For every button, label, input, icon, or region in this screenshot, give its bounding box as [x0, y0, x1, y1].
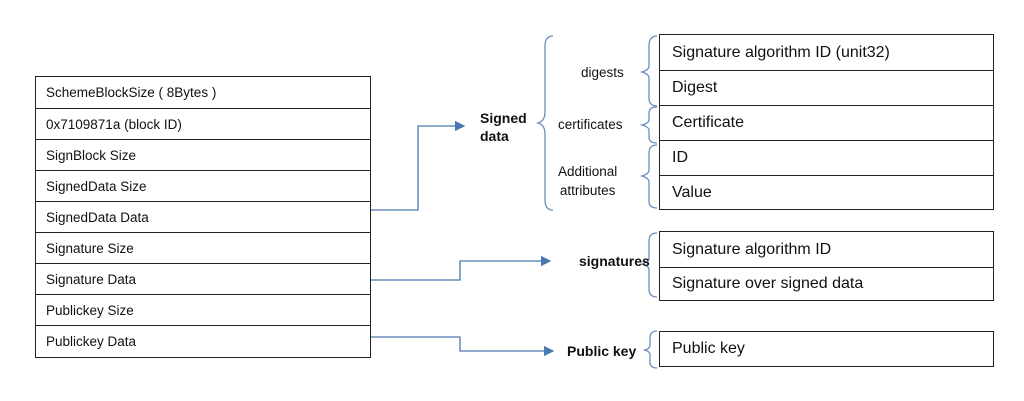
field-label: Signature Data	[46, 271, 137, 287]
field-label: 0x7109871a (block ID)	[46, 116, 182, 132]
additional-attributes-line2: attributes	[559, 183, 616, 198]
field-signed-data-size: SignedData Size	[36, 170, 370, 201]
field-label: Value	[672, 183, 712, 201]
field-sign-block-size: SignBlock Size	[36, 139, 370, 170]
field-label: SignBlock Size	[46, 147, 137, 163]
field-signature-data: Signature Data	[36, 263, 370, 294]
field-publickey-size: Publickey Size	[36, 294, 370, 325]
signatures-brace	[639, 232, 658, 298]
field-public-key: Public key	[660, 332, 993, 365]
field-label: Signature over signed data	[672, 275, 864, 292]
scheme-block-table: SchemeBlockSize ( 8Bytes ) 0x7109871a (b…	[35, 76, 371, 358]
field-signature-algorithm-id-unit32: Signature algorithm ID (unit32)	[660, 35, 993, 70]
field-label: Signature algorithm ID (unit32)	[672, 43, 890, 61]
signed-data-title-line2: data	[480, 128, 509, 144]
field-label: Publickey Data	[46, 333, 137, 349]
digests-label: digests	[581, 65, 624, 80]
digests-brace	[639, 35, 658, 107]
field-label: SignedData Size	[46, 178, 147, 194]
field-label: Digest	[672, 79, 718, 96]
field-label: ID	[672, 149, 688, 166]
signatures-title: signatures	[579, 253, 650, 269]
signed-data-title-line1: Signed	[480, 110, 527, 126]
additional-attributes-brace	[639, 144, 658, 209]
field-digest: Digest	[660, 70, 993, 105]
signed-data-connector	[370, 120, 466, 211]
field-signed-data-data: SignedData Data	[36, 201, 370, 232]
signed-data-fields-box: Signature algorithm ID (unit32) Digest C…	[659, 34, 994, 210]
field-signature-algorithm-id: Signature algorithm ID	[660, 232, 993, 267]
field-certificate: Certificate	[660, 105, 993, 140]
certificates-label: certificates	[558, 117, 623, 132]
public-key-brace	[643, 330, 658, 369]
field-scheme-block-size: SchemeBlockSize ( 8Bytes )	[36, 77, 370, 108]
public-key-title: Public key	[567, 343, 637, 359]
field-value: Value	[660, 175, 993, 209]
field-id: ID	[660, 140, 993, 175]
field-label: Signature Size	[46, 240, 134, 256]
field-label: Signature algorithm ID	[672, 240, 832, 258]
additional-attributes-label: Additional attributes	[558, 162, 617, 200]
signatures-fields-box: Signature algorithm ID Signature over si…	[659, 231, 994, 301]
certificates-brace	[639, 106, 658, 144]
signed-data-title: Signed data	[480, 109, 527, 145]
signatures-connector	[370, 255, 552, 281]
field-label: SchemeBlockSize ( 8Bytes )	[46, 85, 217, 100]
field-label: SignedData Data	[46, 209, 149, 225]
field-publickey-data: Publickey Data	[36, 325, 370, 356]
public-key-connector	[370, 336, 555, 357]
signed-data-brace	[535, 35, 554, 211]
additional-attributes-line1: Additional	[558, 164, 618, 179]
field-signature-over-signed-data: Signature over signed data	[660, 267, 993, 300]
public-key-fields-box: Public key	[659, 331, 994, 367]
field-label: Public key	[672, 339, 745, 357]
field-label: Certificate	[672, 114, 745, 131]
field-signature-size: Signature Size	[36, 232, 370, 263]
field-label: Publickey Size	[46, 302, 134, 318]
field-block-id: 0x7109871a (block ID)	[36, 108, 370, 139]
